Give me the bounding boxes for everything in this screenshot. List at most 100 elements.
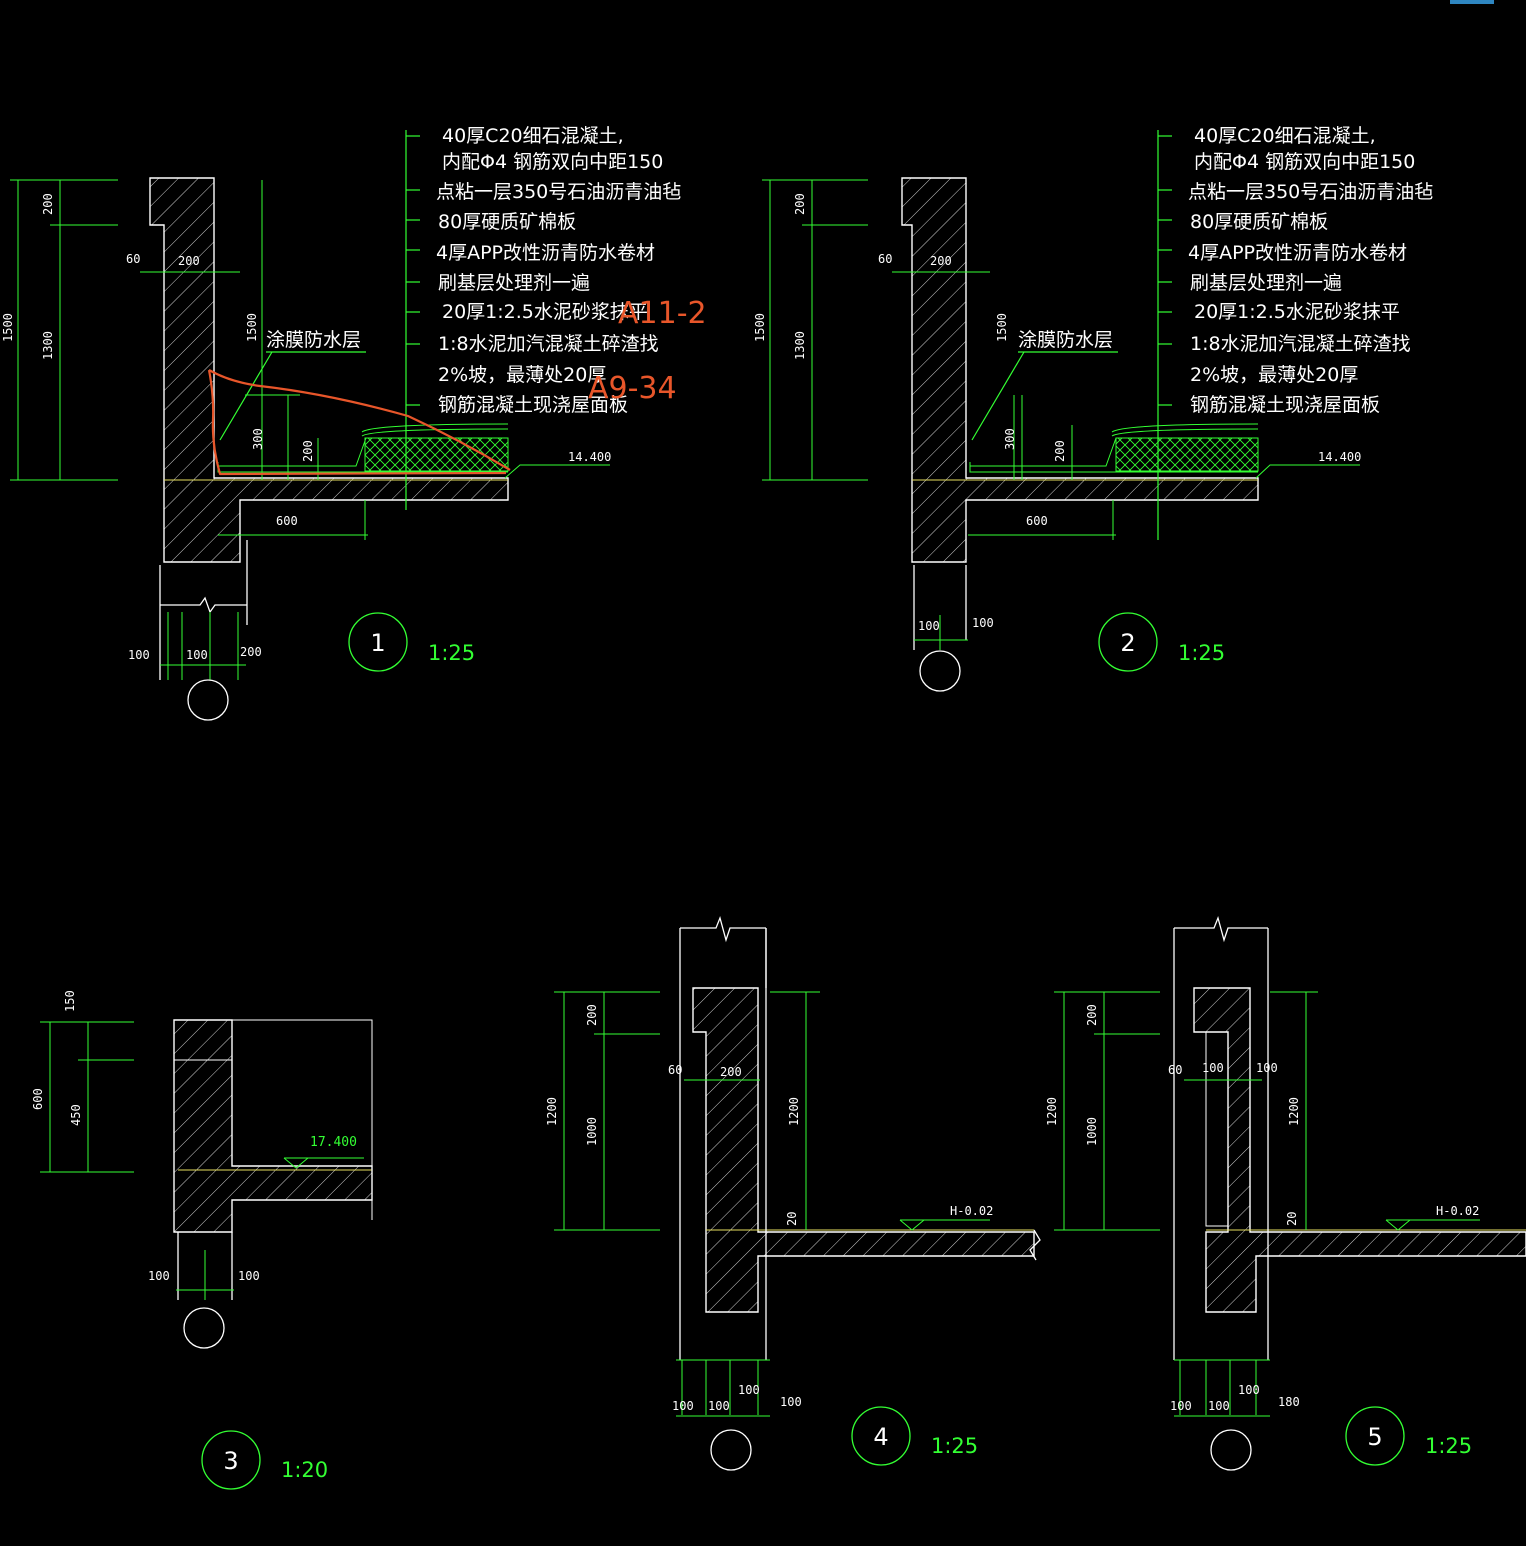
note-line: 点粘一层350号石油沥青油毡 [436,181,681,203]
note-line: 2%坡，最薄处20厚 [1190,364,1358,386]
markup-note-a11: A11-2 [618,296,707,331]
detail-number: 1 [370,629,385,657]
dim-label: 200 [793,193,807,215]
dim-label: 100 [780,1395,802,1409]
note-line: 点粘一层350号石油沥青油毡 [1188,181,1433,203]
detail-scale: 1:25 [1178,641,1225,665]
dim-label: 300 [1003,428,1017,450]
dim-label: 200 [41,193,55,215]
dim-label: 20 [785,1212,799,1226]
dim-label: 1300 [793,331,807,360]
dim-label: 1200 [1045,1097,1059,1126]
dim-label: 1500 [753,313,767,342]
note-line: 20厚1:2.5水泥砂浆抹平 [1194,301,1400,323]
dim-label: 100 [148,1269,170,1283]
detail-3: 150 600 450 100 100 17.400 3 1:20 [31,990,373,1490]
dim-label: 60 [1168,1063,1182,1077]
level-label: 14.400 [568,450,611,464]
note-line: 40厚C20细石混凝土, [1194,125,1376,147]
dim-label: 200 [720,1065,742,1079]
dim-label: 100 [1170,1399,1192,1413]
detail-1: 200 1300 1500 60 200 1500 300 200 600 10… [1,125,707,721]
note-line: 80厚硬质矿棉板 [438,211,576,233]
detail-3-bubble [201,1430,261,1490]
axis-bubble [919,650,961,692]
detail-scale: 1:25 [428,641,475,665]
dim-label: 100 [1208,1399,1230,1413]
coating-label: 涂膜防水层 [1018,329,1113,351]
note-line: 1:8水泥加汽混凝土碎渣找 [438,333,659,355]
detail-number: 2 [1120,629,1135,657]
dim-label: 100 [972,616,994,630]
axis-bubble [1210,1429,1252,1471]
dim-label: 200 [585,1004,599,1026]
detail-scale: 1:25 [931,1434,978,1458]
dim-label: 1200 [1287,1097,1301,1126]
dim-label: 60 [878,252,892,266]
dim-label: 450 [69,1104,83,1126]
note-line: 4厚APP改性沥青防水卷材 [436,242,655,264]
detail-2: 200 1300 1500 60 200 1500 300 200 600 10… [753,125,1433,692]
note-line: 钢筋混凝土现浇屋面板 [1190,394,1380,416]
dim-label: 200 [240,645,262,659]
dim-label: 150 [63,990,77,1012]
top-right-marker [1450,0,1494,4]
dim-label: 100 [128,648,150,662]
note-line: 80厚硬质矿棉板 [1190,211,1328,233]
dim-label: 600 [31,1088,45,1110]
dim-label: 20 [1285,1212,1299,1226]
dim-label: 100 [672,1399,694,1413]
dim-label: 200 [178,254,200,268]
dim-label: 180 [1278,1395,1300,1409]
detail-number: 5 [1367,1423,1382,1451]
detail-4: 200 1200 1000 1200 60 200 20 100 100 100… [545,915,1041,1471]
dim-label: 100 [1238,1383,1260,1397]
dim-label: 200 [1085,1004,1099,1026]
detail-5: 200 1200 1000 1200 60 100 100 20 100 100… [1045,915,1526,1471]
note-line: 40厚C20细石混凝土, [442,125,624,147]
coating-label: 涂膜防水层 [266,329,361,351]
note-line: 2%坡，最薄处20厚 [438,364,606,386]
dim-label: 1000 [1085,1117,1099,1146]
dim-label: 60 [126,252,140,266]
dim-label: 100 [738,1383,760,1397]
dim-label: 100 [238,1269,260,1283]
level-label: 14.400 [1318,450,1361,464]
detail-number: 4 [873,1423,888,1451]
note-line: 刷基层处理剂一遍 [438,272,590,294]
note-line: 钢筋混凝土现浇屋面板 [438,394,628,416]
dim-label: 1200 [787,1097,801,1126]
dim-label: 600 [276,514,298,528]
dim-label: 200 [301,440,315,462]
note-line: 20厚1:2.5水泥砂浆抹平 [442,301,648,323]
note-line: 内配Φ4 钢筋双向中距150 [442,151,663,173]
notes-list: 40厚C20细石混凝土, 内配Φ4 钢筋双向中距150 点粘一层350号石油沥青… [1158,125,1433,416]
note-line: 内配Φ4 钢筋双向中距150 [1194,151,1415,173]
dim-label: 600 [1026,514,1048,528]
dim-label: 100 [186,648,208,662]
notes-list: 40厚C20细石混凝土, 内配Φ4 钢筋双向中距150 点粘一层350号石油沥青… [406,125,681,416]
dim-label: 1200 [545,1097,559,1126]
detail-scale: 1:20 [281,1458,328,1482]
dim-label: 60 [668,1063,682,1077]
dim-label: 1000 [585,1117,599,1146]
markup-outline [207,369,511,476]
dim-label: 100 [708,1399,730,1413]
detail-5-bubble [1345,1406,1405,1466]
level-label: H-0.02 [1436,1204,1479,1218]
dim-label: 100 [1256,1061,1278,1075]
detail-2-bubble [1098,612,1158,672]
level-label: H-0.02 [950,1204,993,1218]
level-label: 17.400 [310,1135,357,1150]
detail-4-bubble [851,1406,911,1466]
detail-1-bubble [348,612,408,672]
detail-scale: 1:25 [1425,1434,1472,1458]
dim-label: 100 [1202,1061,1224,1075]
axis-bubble [187,679,229,721]
dim-label: 1500 [245,313,259,342]
axis-bubble [183,1307,225,1349]
dim-label: 300 [251,428,265,450]
axis-bubble [710,1429,752,1471]
dim-label: 1500 [995,313,1009,342]
